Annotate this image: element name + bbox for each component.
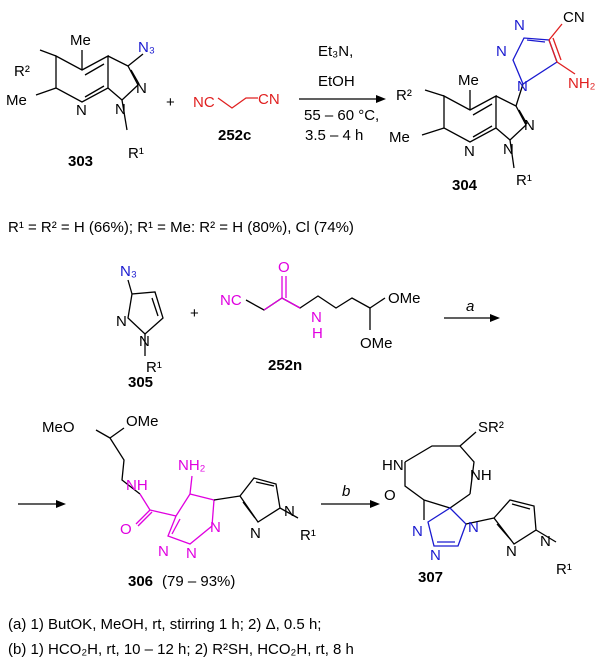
306-tn2: N	[186, 545, 197, 562]
306-pn2: N	[250, 525, 261, 542]
252c-nc: NC	[193, 94, 215, 111]
306-o: O	[120, 521, 132, 538]
303-n1: N	[115, 101, 126, 118]
arrow-a-label: a	[466, 298, 474, 315]
arrow-b-label: b	[342, 483, 350, 500]
252n-o: O	[278, 259, 290, 276]
bond-lines	[18, 23, 576, 547]
306-tn3: N	[158, 543, 169, 560]
252n-ome1: OMe	[388, 290, 421, 307]
conditions-line2: EtOH	[318, 73, 355, 90]
252n-ome2: OMe	[360, 335, 393, 352]
plus-1: +	[166, 94, 175, 111]
303-n2: N	[136, 80, 147, 97]
303-label: 303	[68, 153, 93, 170]
conditions-line4: 3.5 – 4 h	[305, 127, 363, 144]
yields-line: R¹ = R² = H (66%); R¹ = Me: R² = H (80%)…	[8, 219, 354, 236]
304-nh2: NH₂	[568, 75, 596, 92]
252n-n: N	[311, 309, 322, 326]
307-tn2: N	[430, 547, 441, 564]
303-r1: R¹	[128, 145, 144, 162]
304-n1: N	[503, 141, 514, 158]
307-o: O	[384, 487, 396, 504]
306-nh2: NH₂	[178, 457, 206, 474]
307-pn2: N	[506, 543, 517, 560]
307-tn1: N	[468, 519, 479, 536]
304-triazole-n3: N	[514, 17, 525, 34]
304-r1: R¹	[516, 172, 532, 189]
306-tn1: N	[210, 519, 221, 536]
307-sr2: SR²	[478, 419, 504, 436]
303-me-top: Me	[70, 32, 91, 49]
307-nh: NH	[470, 467, 492, 484]
307-pn1: N	[540, 533, 551, 550]
303-r2: R²	[14, 63, 30, 80]
306-r1: R¹	[300, 527, 316, 544]
304-me-left: Me	[389, 129, 410, 146]
304-triazole-n1: N	[517, 78, 528, 95]
305-azide: N₃	[120, 263, 137, 280]
303-me-left: Me	[6, 92, 27, 109]
305-n2: N	[116, 313, 127, 330]
306-pn1: N	[284, 503, 295, 520]
307-tn3: N	[412, 523, 423, 540]
conditions-line3: 55 – 60 °C,	[304, 107, 379, 124]
304-n-ring: N	[464, 143, 475, 160]
305-label: 305	[128, 374, 153, 391]
252c-label: 252c	[218, 127, 251, 144]
252c-cn: CN	[258, 91, 280, 108]
footnote-b: (b) 1) HCO₂H, rt, 10 – 12 h; 2) R²SH, HC…	[8, 641, 354, 658]
306-meo: MeO	[42, 419, 75, 436]
conditions-line1: Et₃N,	[318, 43, 353, 60]
306-label: 306	[128, 573, 153, 590]
306-nh: NH	[126, 477, 148, 494]
252n-nc: NC	[220, 292, 242, 309]
footnote-a: (a) 1) ButOK, MeOH, rt, stirring 1 h; 2)…	[8, 616, 322, 633]
252n-label: 252n	[268, 357, 302, 374]
303-n-ring: N	[76, 102, 87, 119]
304-n2: N	[524, 117, 535, 134]
307-label: 307	[418, 569, 443, 586]
303-azide: N₃	[138, 39, 155, 56]
plus-2: +	[190, 305, 199, 322]
305-n1: N	[139, 333, 150, 350]
304-r2: R²	[396, 87, 412, 104]
306-yield: (79 – 93%)	[162, 573, 235, 590]
306-ome: OMe	[126, 413, 159, 430]
304-triazole-n2: N	[496, 43, 507, 60]
304-me-top: Me	[458, 72, 479, 89]
304-label: 304	[452, 177, 478, 194]
307-r1: R¹	[556, 561, 572, 578]
307-hn: HN	[382, 457, 404, 474]
252n-h: H	[312, 325, 323, 342]
304-cn: CN	[563, 9, 585, 26]
arrowheads	[56, 95, 500, 508]
305-r1: R¹	[146, 359, 162, 376]
